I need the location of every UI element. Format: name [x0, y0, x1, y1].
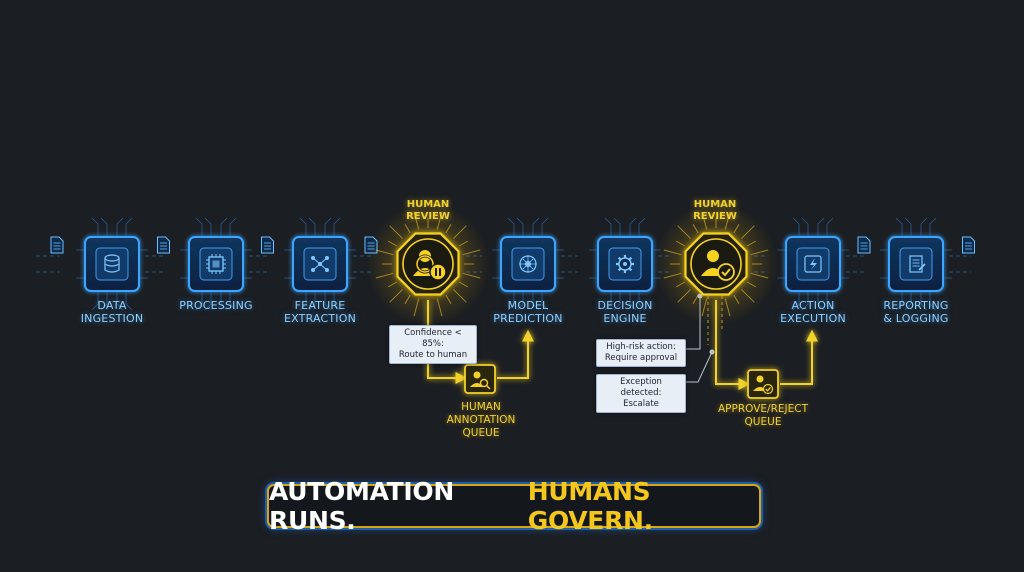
human-review-label-2: HUMAN REVIEW [693, 199, 737, 222]
stage-box-0 [76, 217, 148, 311]
stage-label-processing: PROCESSING [179, 299, 253, 312]
review-rays [663, 211, 769, 317]
user-search-pause-icon [413, 250, 447, 281]
exception-connector [684, 351, 713, 383]
user-check-icon [701, 250, 735, 281]
user-search-icon [470, 371, 491, 390]
annotation-return-path [497, 329, 534, 379]
circuit-traces [589, 217, 661, 311]
annotation-queue-label: HUMAN ANNOTATION QUEUE [446, 401, 516, 439]
circuit-traces [492, 217, 564, 311]
brain-icon [519, 255, 537, 273]
circuit-traces [180, 217, 252, 311]
exception-note: Exception detected: Escalate [596, 374, 686, 413]
approval-return-path [780, 329, 818, 385]
human-review-node-1 [396, 232, 460, 296]
lightning-icon [804, 255, 822, 273]
report-icon [909, 255, 926, 273]
chip-icon [206, 254, 226, 274]
escalation-paths [427, 293, 818, 390]
document-icon [50, 236, 64, 254]
route-to-approval-path [715, 300, 751, 390]
high-risk-note: High-risk action: Require approval [596, 339, 686, 367]
tagline-humans: HUMANS GOVERN. [527, 477, 653, 535]
tagline-banner: AUTOMATION RUNS. HUMANS GOVERN. [267, 477, 761, 535]
document-icon [261, 236, 274, 254]
stage-box-4 [589, 217, 661, 311]
user-check-small-icon [753, 375, 774, 395]
stage-box-2 [284, 217, 356, 311]
queue-boxes [464, 364, 779, 399]
stage-label-reporting-logging: REPORTING & LOGGING [883, 299, 949, 325]
stage-boxes [76, 217, 952, 311]
network-icon [311, 256, 329, 272]
document-icon [962, 236, 975, 254]
circuit-traces [76, 217, 148, 311]
stage-label-model-prediction: MODEL PREDICTION [493, 299, 563, 325]
stage-box-1 [180, 217, 252, 311]
database-icon [104, 254, 120, 273]
approve-queue-box [747, 369, 779, 399]
stage-box-3 [492, 217, 564, 311]
stage-box-5 [777, 217, 849, 311]
document-icon [157, 236, 170, 254]
circuit-traces [777, 217, 849, 311]
confidence-note: Confidence < 85%: Route to human [389, 325, 477, 364]
annotation-queue-box [464, 364, 496, 394]
human-review-node-2 [684, 232, 748, 296]
human-review-nodes [396, 232, 748, 296]
stage-label-data-ingestion: DATA INGESTION [80, 299, 144, 325]
stage-label-action-execution: ACTION EXECUTION [780, 299, 846, 325]
stage-label-feature-extraction: FEATURE EXTRACTION [283, 299, 357, 325]
stage-box-6 [880, 217, 952, 311]
stage-label-decision-engine: DECISION ENGINE [597, 299, 653, 325]
high-risk-connector-dot [697, 293, 703, 299]
circuit-traces [284, 217, 356, 311]
document-icon [857, 236, 871, 254]
approve-queue-label: APPROVE/REJECT QUEUE [718, 403, 808, 428]
exception-connector-dot [709, 349, 715, 355]
high-risk-connector [684, 296, 701, 350]
tagline-automation: AUTOMATION RUNS. [269, 477, 455, 535]
circuit-traces [880, 217, 952, 311]
gear-icon [616, 255, 634, 273]
human-review-label-1: HUMAN REVIEW [406, 199, 450, 222]
